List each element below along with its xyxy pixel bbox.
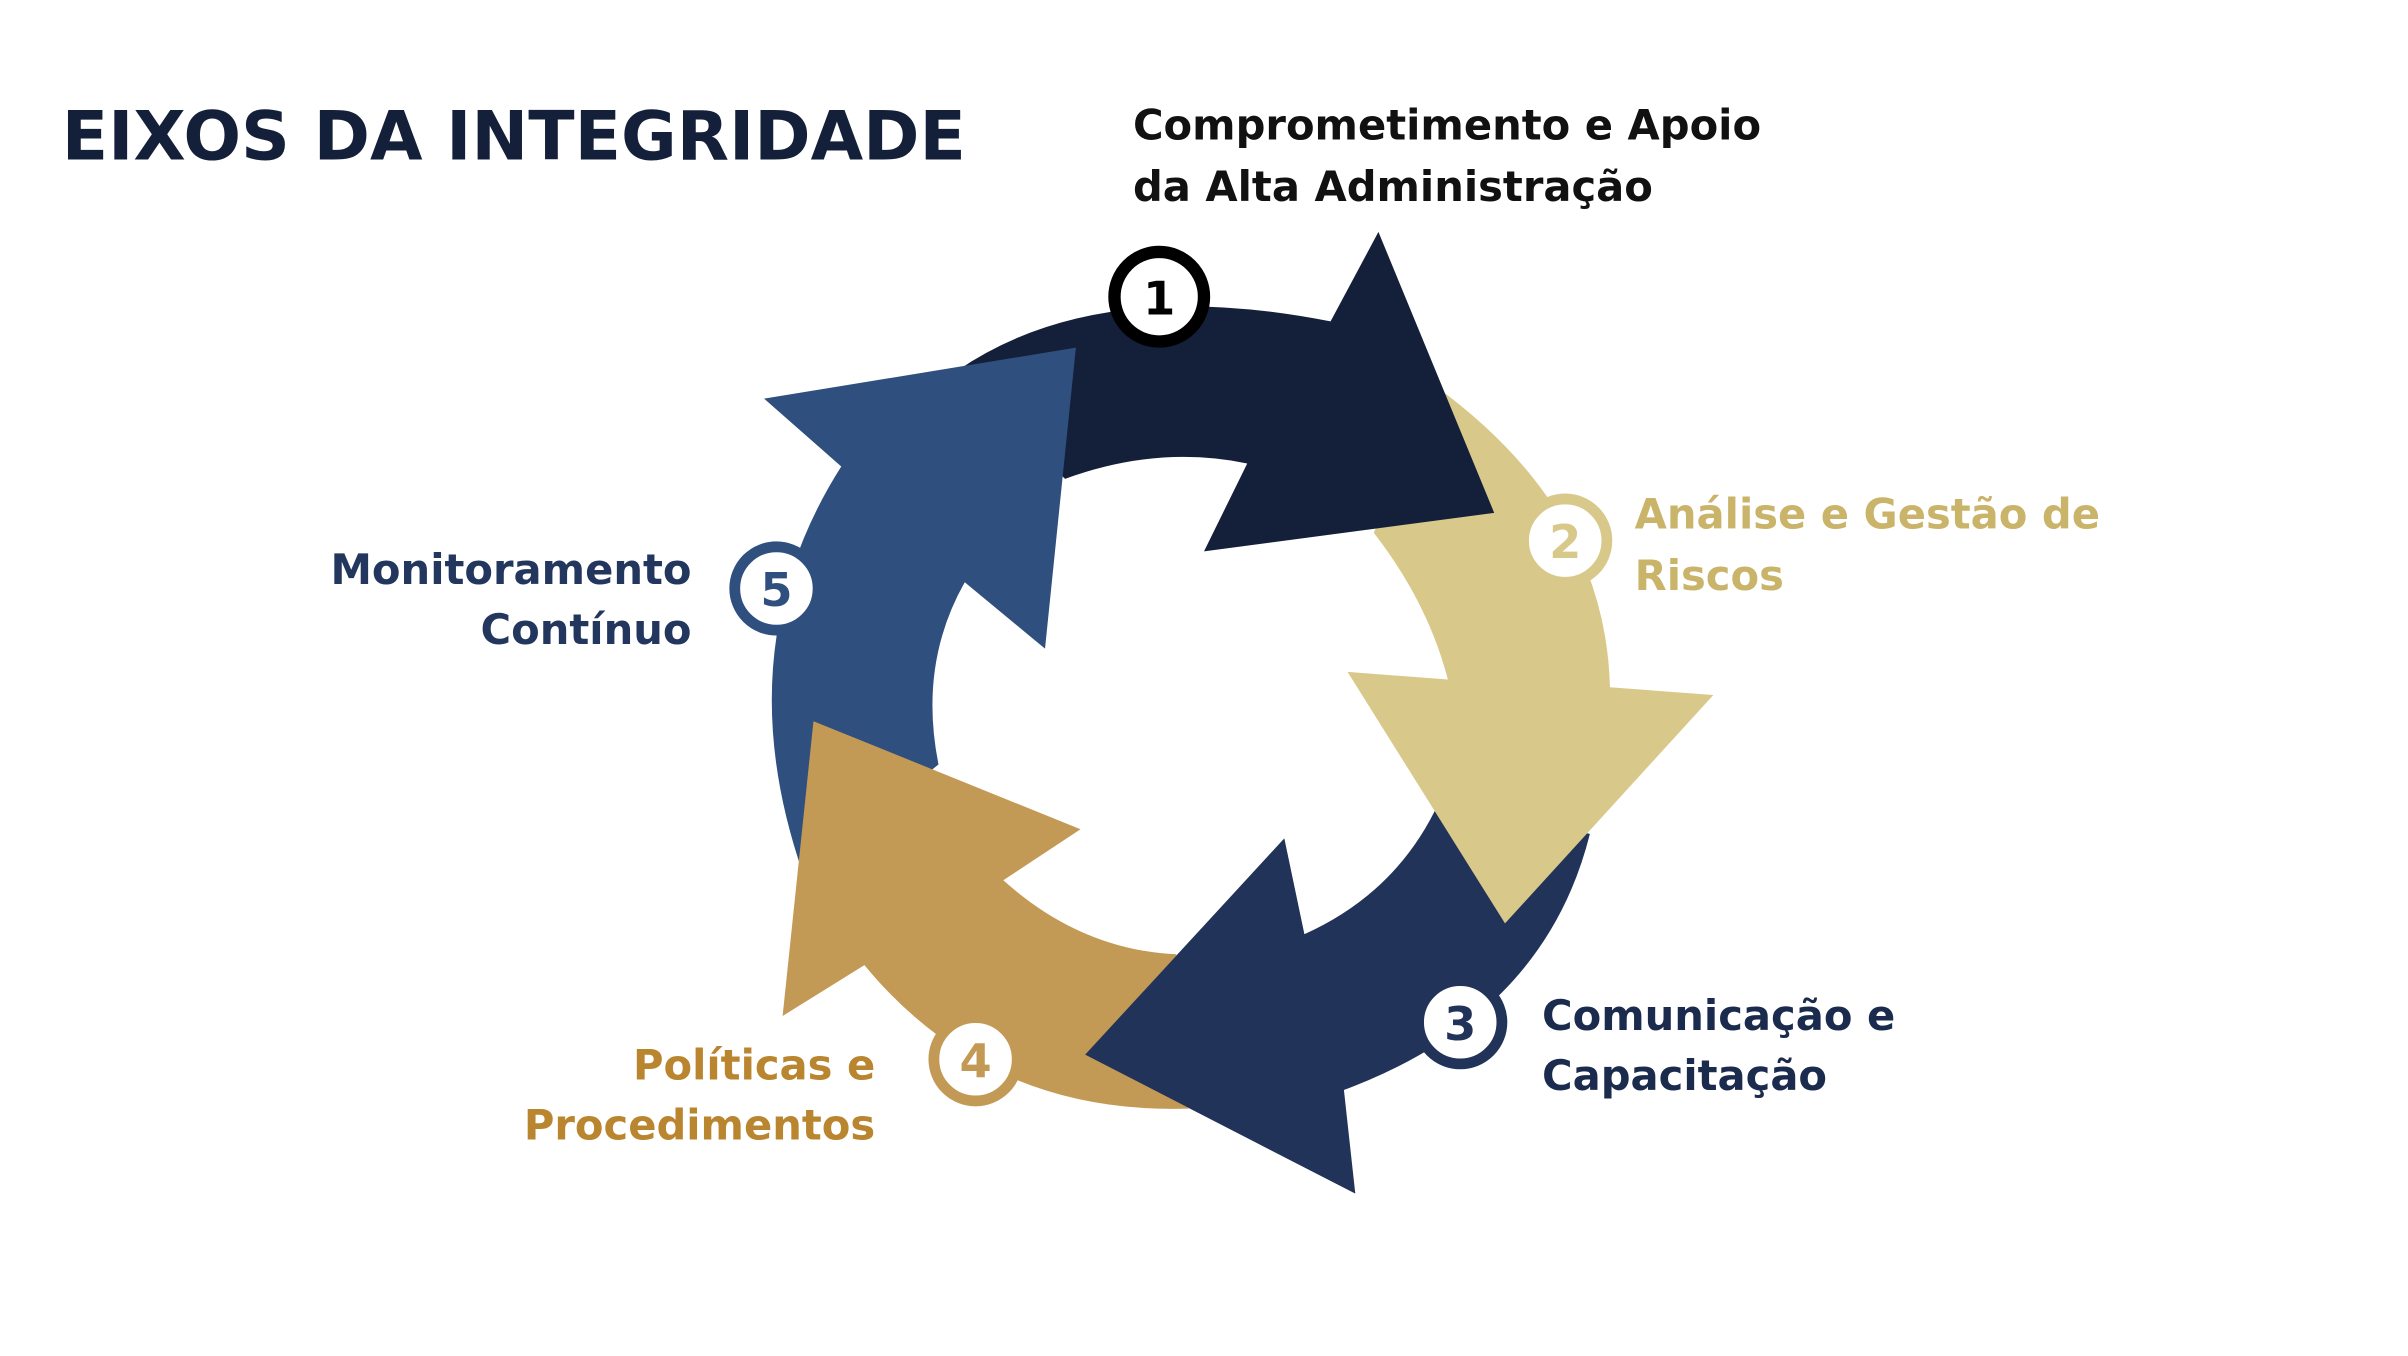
badge-number: 4 [959, 1034, 991, 1088]
label-line: da Alta Administração [1133, 162, 1653, 211]
badge-number: 5 [760, 563, 792, 617]
label-line: Políticas e [633, 1040, 875, 1089]
arrow-axis-4 [782, 721, 1189, 1109]
label-line: Riscos [1635, 551, 1784, 600]
label-line: Comprometimento e Apoio [1133, 100, 1761, 149]
label-line: Capacitação [1542, 1051, 1827, 1100]
label-axis-5: Monitoramento Contínuo [330, 545, 691, 654]
label-line: Análise e Gestão de [1635, 489, 2100, 538]
badge-2: 2 [1518, 493, 1613, 588]
badge-number: 3 [1444, 997, 1476, 1051]
label-line: Monitoramento [330, 545, 691, 594]
arrow-axis-1 [957, 231, 1495, 552]
badge-number: 1 [1143, 271, 1175, 325]
label-line: Contínuo [481, 605, 692, 654]
badge-number: 2 [1549, 515, 1581, 569]
badge-5: 5 [729, 541, 824, 636]
label-line: Comunicação e [1542, 991, 1895, 1040]
label-axis-1: Comprometimento e Apoio da Alta Administ… [1133, 100, 1761, 211]
badge-4: 4 [928, 1012, 1023, 1107]
label-axis-3: Comunicação e Capacitação [1542, 991, 1895, 1100]
badge-1: 1 [1108, 245, 1211, 348]
label-axis-4: Políticas e Procedimentos [524, 1040, 875, 1149]
arrow-axis-3-head [1085, 838, 1356, 1194]
arrow-axis-2 [1347, 386, 1714, 924]
label-line: Procedimentos [524, 1101, 875, 1150]
badge-3: 3 [1413, 975, 1508, 1070]
page-title: EIXOS DA INTEGRIDADE [62, 97, 966, 176]
label-axis-2: Análise e Gestão de Riscos [1635, 489, 2100, 600]
